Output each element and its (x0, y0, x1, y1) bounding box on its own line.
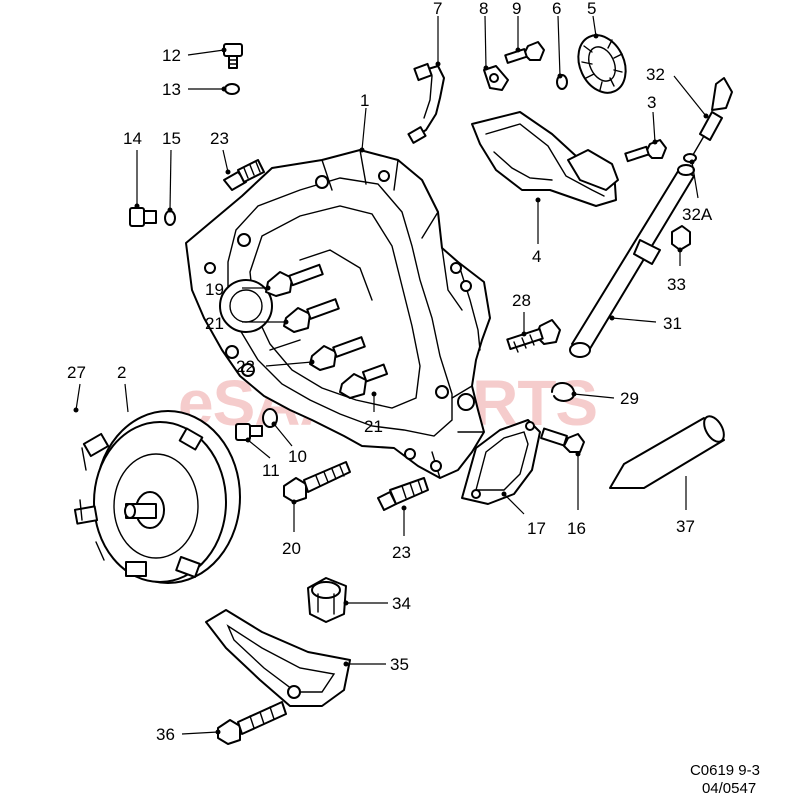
callout-32: 32 (646, 65, 665, 84)
callout-10: 10 (288, 447, 307, 466)
callout-2: 2 (117, 363, 126, 382)
callout-32A: 32A (682, 205, 713, 224)
oil-pipe-7 (407, 62, 445, 144)
callout-11: 11 (262, 461, 280, 480)
cover-plate-17 (461, 419, 541, 505)
nut-33 (671, 225, 691, 251)
callout-1: 1 (360, 91, 369, 110)
transmission-housing (185, 149, 491, 479)
callout-28: 28 (512, 291, 531, 310)
bolt-3 (624, 139, 667, 163)
callout-36: 36 (156, 725, 175, 744)
callout-5: 5 (587, 0, 596, 18)
callout-23-upper: 23 (210, 129, 229, 148)
callout-3: 3 (647, 93, 656, 112)
callout-6: 6 (552, 0, 561, 18)
callout-14: 14 (123, 129, 142, 148)
callout-8: 8 (479, 0, 488, 18)
callout-34: 34 (392, 594, 411, 613)
callout-labels: 1 2 3 4 5 6 7 8 9 10 11 12 13 14 15 16 1… (67, 0, 713, 744)
o-ring-15 (164, 210, 176, 226)
callout-19: 19 (205, 280, 224, 299)
callout-21-upper: 21 (205, 314, 224, 333)
bearing-shell-4 (471, 111, 619, 207)
bolt-28 (506, 319, 561, 353)
callout-13: 13 (162, 80, 181, 99)
callout-9: 9 (512, 0, 521, 18)
bracket-35 (205, 609, 351, 707)
torque-converter (73, 410, 241, 584)
bolt-16 (540, 427, 585, 453)
callout-17: 17 (527, 519, 546, 538)
callout-23-lower: 23 (392, 543, 411, 562)
bolt-19 (265, 263, 324, 297)
rubber-mount-34 (307, 577, 347, 623)
callout-15: 15 (162, 129, 181, 148)
dipstick-32 (689, 77, 733, 161)
callout-37: 37 (676, 517, 695, 536)
callout-7: 7 (433, 0, 442, 18)
bracket-8 (483, 65, 509, 91)
callout-12: 12 (162, 46, 181, 65)
leader-lines (73, 15, 709, 735)
callout-29: 29 (620, 389, 639, 408)
stud-bolt-23-lower (377, 477, 429, 511)
callout-21-lower: 21 (364, 417, 383, 436)
callout-27: 27 (67, 363, 86, 382)
drift-tool-37 (609, 415, 725, 489)
diagram-reference: C0619 9-3 04/0547 (690, 762, 760, 798)
bolt-21-lower (339, 363, 389, 399)
clip-29 (551, 382, 576, 402)
sealing-washer-13 (224, 83, 240, 95)
callout-22: 22 (236, 357, 255, 376)
bearing-5 (577, 34, 627, 94)
plug-14 (129, 207, 157, 227)
callout-35: 35 (390, 655, 409, 674)
bolt-9 (504, 41, 545, 64)
bolt-36 (217, 701, 287, 745)
reference-date: 04/0547 (701, 780, 757, 797)
bolt-22 (309, 336, 366, 371)
callout-4: 4 (532, 247, 541, 266)
stud-bolt-23-upper (223, 159, 265, 191)
drain-plug-12 (223, 43, 243, 69)
callout-20: 20 (282, 539, 301, 558)
callout-33: 33 (667, 275, 686, 294)
bolt-11 (235, 423, 263, 441)
callout-31: 31 (663, 314, 682, 333)
callout-16: 16 (567, 519, 586, 538)
reference-code: C0619 9-3 (689, 762, 760, 779)
bolt-21-upper (283, 298, 340, 333)
bolt-20 (283, 461, 351, 503)
